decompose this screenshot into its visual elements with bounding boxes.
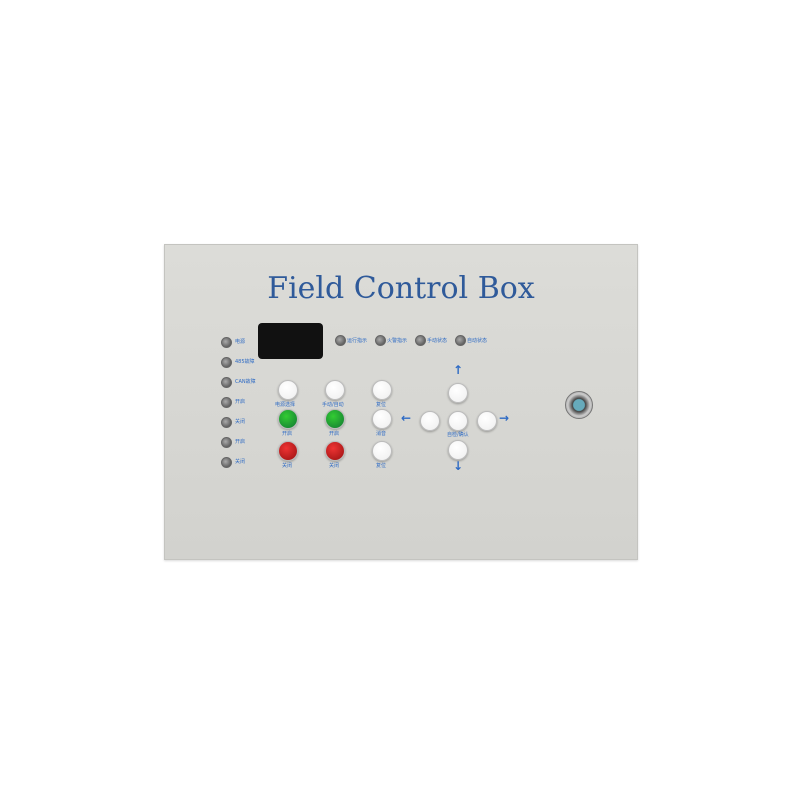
indicator-led [221, 357, 232, 368]
reset-button-2[interactable] [372, 441, 392, 461]
button-label: 消音 [376, 431, 387, 437]
button-label: 复位 [376, 463, 387, 469]
indicator-label: CAN故障 [235, 379, 256, 385]
indicator-label: 开启 [235, 399, 246, 405]
display-screen [258, 323, 323, 359]
indicator-label: 电源 [235, 339, 246, 345]
status-led [375, 335, 386, 346]
left-button[interactable] [420, 411, 440, 431]
status-label: 火警指示 [387, 338, 408, 344]
arrow-up-icon: ↑ [453, 363, 464, 377]
power-select-button[interactable] [278, 380, 298, 400]
down-button[interactable] [448, 440, 468, 460]
arrow-right-icon: → [499, 411, 510, 425]
indicator-label: 关闭 [235, 419, 246, 425]
start-button-1[interactable] [278, 409, 298, 429]
status-label: 运行指示 [347, 338, 368, 344]
box-title: Field Control Box [267, 271, 535, 306]
button-label: 关闭 [329, 463, 340, 469]
button-label: 关闭 [282, 463, 293, 469]
stop-button-1[interactable] [278, 441, 298, 461]
button-label: 手动/自动 [322, 402, 344, 408]
indicator-led [221, 337, 232, 348]
button-label: 电源选择 [275, 402, 296, 408]
up-button[interactable] [448, 383, 468, 403]
indicator-led [221, 437, 232, 448]
right-button[interactable] [477, 411, 497, 431]
button-label: 开启 [282, 431, 293, 437]
arrow-left-icon: ← [401, 411, 412, 425]
status-label: 手动状态 [427, 338, 448, 344]
status-label: 自动状态 [467, 338, 488, 344]
button-label: 开启 [329, 431, 340, 437]
status-led [455, 335, 466, 346]
arrow-down-icon: ↓ [453, 459, 464, 473]
indicator-led [221, 397, 232, 408]
status-led [415, 335, 426, 346]
indicator-led [221, 377, 232, 388]
indicator-led [221, 457, 232, 468]
indicator-label: 关闭 [235, 459, 246, 465]
indicator-label: 开启 [235, 439, 246, 445]
indicator-led [221, 417, 232, 428]
indicator-label: 485故障 [235, 359, 255, 365]
button-label: 复位 [376, 402, 387, 408]
key-lock-icon[interactable] [565, 391, 593, 419]
status-led [335, 335, 346, 346]
reset-button[interactable] [372, 380, 392, 400]
silence-button[interactable] [372, 409, 392, 429]
manual-auto-button[interactable] [325, 380, 345, 400]
field-control-box: Field Control Box 电源 485故障 CAN故障 开启 关闭 开… [164, 244, 638, 560]
start-button-2[interactable] [325, 409, 345, 429]
stop-button-2[interactable] [325, 441, 345, 461]
confirm-button[interactable] [448, 411, 468, 431]
confirm-label: 自检/确认 [447, 432, 469, 438]
